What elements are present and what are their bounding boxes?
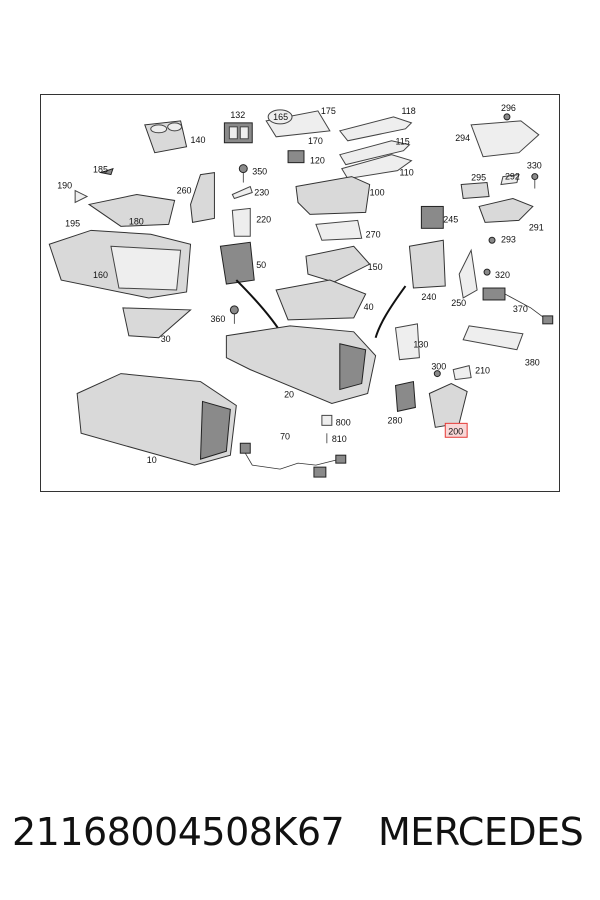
part-360-screw[interactable] <box>229 305 239 324</box>
part-245-block[interactable] <box>420 205 444 229</box>
label-195: 195 <box>65 218 80 228</box>
part-10-center-console[interactable] <box>76 373 237 466</box>
label-165: 165 <box>273 112 288 122</box>
brand-name: MERCEDES <box>378 810 584 854</box>
parts-diagram: 140 132 165 175 170 120 118 115 110 296 … <box>40 94 560 492</box>
label-70: 70 <box>280 431 290 441</box>
label-115: 115 <box>396 137 410 147</box>
part-330-screw[interactable] <box>531 173 539 189</box>
label-160: 160 <box>93 270 108 280</box>
label-245: 245 <box>443 214 458 224</box>
label-260: 260 <box>177 186 192 196</box>
part-50-module[interactable] <box>219 241 255 285</box>
part-30-panel[interactable] <box>122 307 192 339</box>
part-100-lid[interactable] <box>295 176 371 215</box>
label-293: 293 <box>501 234 516 244</box>
part-230-plate[interactable] <box>231 185 253 200</box>
label-210: 210 <box>475 366 490 376</box>
label-10: 10 <box>147 455 157 465</box>
label-280: 280 <box>388 415 403 425</box>
part-292-clip[interactable] <box>500 174 520 186</box>
label-270: 270 <box>366 229 381 239</box>
label-220: 220 <box>256 214 271 224</box>
label-294: 294 <box>455 133 470 143</box>
highlight-200 <box>444 422 468 438</box>
label-291: 291 <box>529 222 544 232</box>
label-30: 30 <box>161 334 171 344</box>
part-170-trim[interactable] <box>265 109 331 138</box>
part-110-strip[interactable] <box>341 154 413 180</box>
label-20: 20 <box>284 389 294 399</box>
part-280-switch[interactable] <box>394 380 416 413</box>
part-350-screw[interactable] <box>238 164 248 183</box>
part-300-screw[interactable] <box>433 370 441 378</box>
part-150-tray[interactable] <box>305 245 371 283</box>
part-180-cover[interactable] <box>87 193 176 227</box>
part-270-pad[interactable] <box>315 219 363 241</box>
label-200: 200 <box>448 426 463 436</box>
label-296: 296 <box>501 103 516 113</box>
part-210-cover[interactable] <box>452 365 472 381</box>
part-295-cover[interactable] <box>460 182 490 200</box>
part-800-clip[interactable] <box>321 414 333 426</box>
part-118-strip[interactable] <box>338 116 413 142</box>
part-185-clip[interactable] <box>99 167 114 176</box>
label-110: 110 <box>399 168 413 178</box>
part-115-strip[interactable] <box>339 140 411 166</box>
label-330: 330 <box>527 161 542 171</box>
part-120-clip[interactable] <box>287 150 305 164</box>
label-130: 130 <box>413 340 428 350</box>
label-250: 250 <box>451 298 466 308</box>
label-180: 180 <box>129 216 144 226</box>
label-120: 120 <box>310 156 325 166</box>
label-800: 800 <box>336 417 351 427</box>
part-294-bracket[interactable] <box>470 113 540 158</box>
part-70-cable-harness[interactable] <box>239 442 347 478</box>
part-160-armrest[interactable] <box>48 229 192 299</box>
label-380: 380 <box>525 358 540 368</box>
exploded-view-drawing: 140 132 165 175 170 120 118 115 110 296 … <box>48 103 554 478</box>
part-number: 2116800450​8K67 <box>12 810 345 854</box>
part-260-mechanism[interactable] <box>190 172 215 223</box>
part-380-bracket[interactable] <box>462 325 524 351</box>
assembly-line-right <box>374 285 407 339</box>
label-118: 118 <box>401 106 415 116</box>
part-370-cable[interactable] <box>482 287 554 325</box>
label-320: 320 <box>495 270 510 280</box>
label-50: 50 <box>256 260 266 270</box>
label-300: 300 <box>431 362 446 372</box>
part-130-panel[interactable] <box>394 323 420 361</box>
label-40: 40 <box>364 302 374 312</box>
part-220-bracket[interactable] <box>231 207 251 237</box>
label-175: 175 <box>321 106 336 116</box>
footer: 2116800450​8K67 MERCEDES <box>0 806 600 862</box>
part-291-bracket[interactable] <box>478 197 534 223</box>
part-40-insert[interactable] <box>275 279 367 321</box>
label-360: 360 <box>210 314 225 324</box>
label-170: 170 <box>308 136 323 146</box>
label-190: 190 <box>57 181 72 191</box>
part-293-screw[interactable] <box>488 236 496 244</box>
part-140-cup-holder[interactable] <box>144 120 188 154</box>
part-200-cover[interactable] <box>428 382 468 428</box>
label-100: 100 <box>370 187 385 197</box>
part-250-bracket[interactable] <box>458 248 478 299</box>
label-140: 140 <box>191 135 206 145</box>
label-150: 150 <box>368 262 383 272</box>
part-132-switch[interactable] <box>223 122 253 144</box>
label-810: 810 <box>332 434 347 444</box>
label-295: 295 <box>471 173 486 183</box>
label-185: 185 <box>93 165 108 175</box>
label-240: 240 <box>421 292 436 302</box>
part-320-screw[interactable] <box>483 268 491 276</box>
label-292: 292 <box>505 172 520 182</box>
part-190-clip[interactable] <box>74 189 89 204</box>
part-20-console-frame[interactable] <box>225 325 377 404</box>
label-370: 370 <box>513 304 528 314</box>
label-230: 230 <box>254 187 269 197</box>
part-240-bin[interactable] <box>408 239 446 289</box>
label-132: 132 <box>230 110 245 120</box>
label-350: 350 <box>252 167 267 177</box>
